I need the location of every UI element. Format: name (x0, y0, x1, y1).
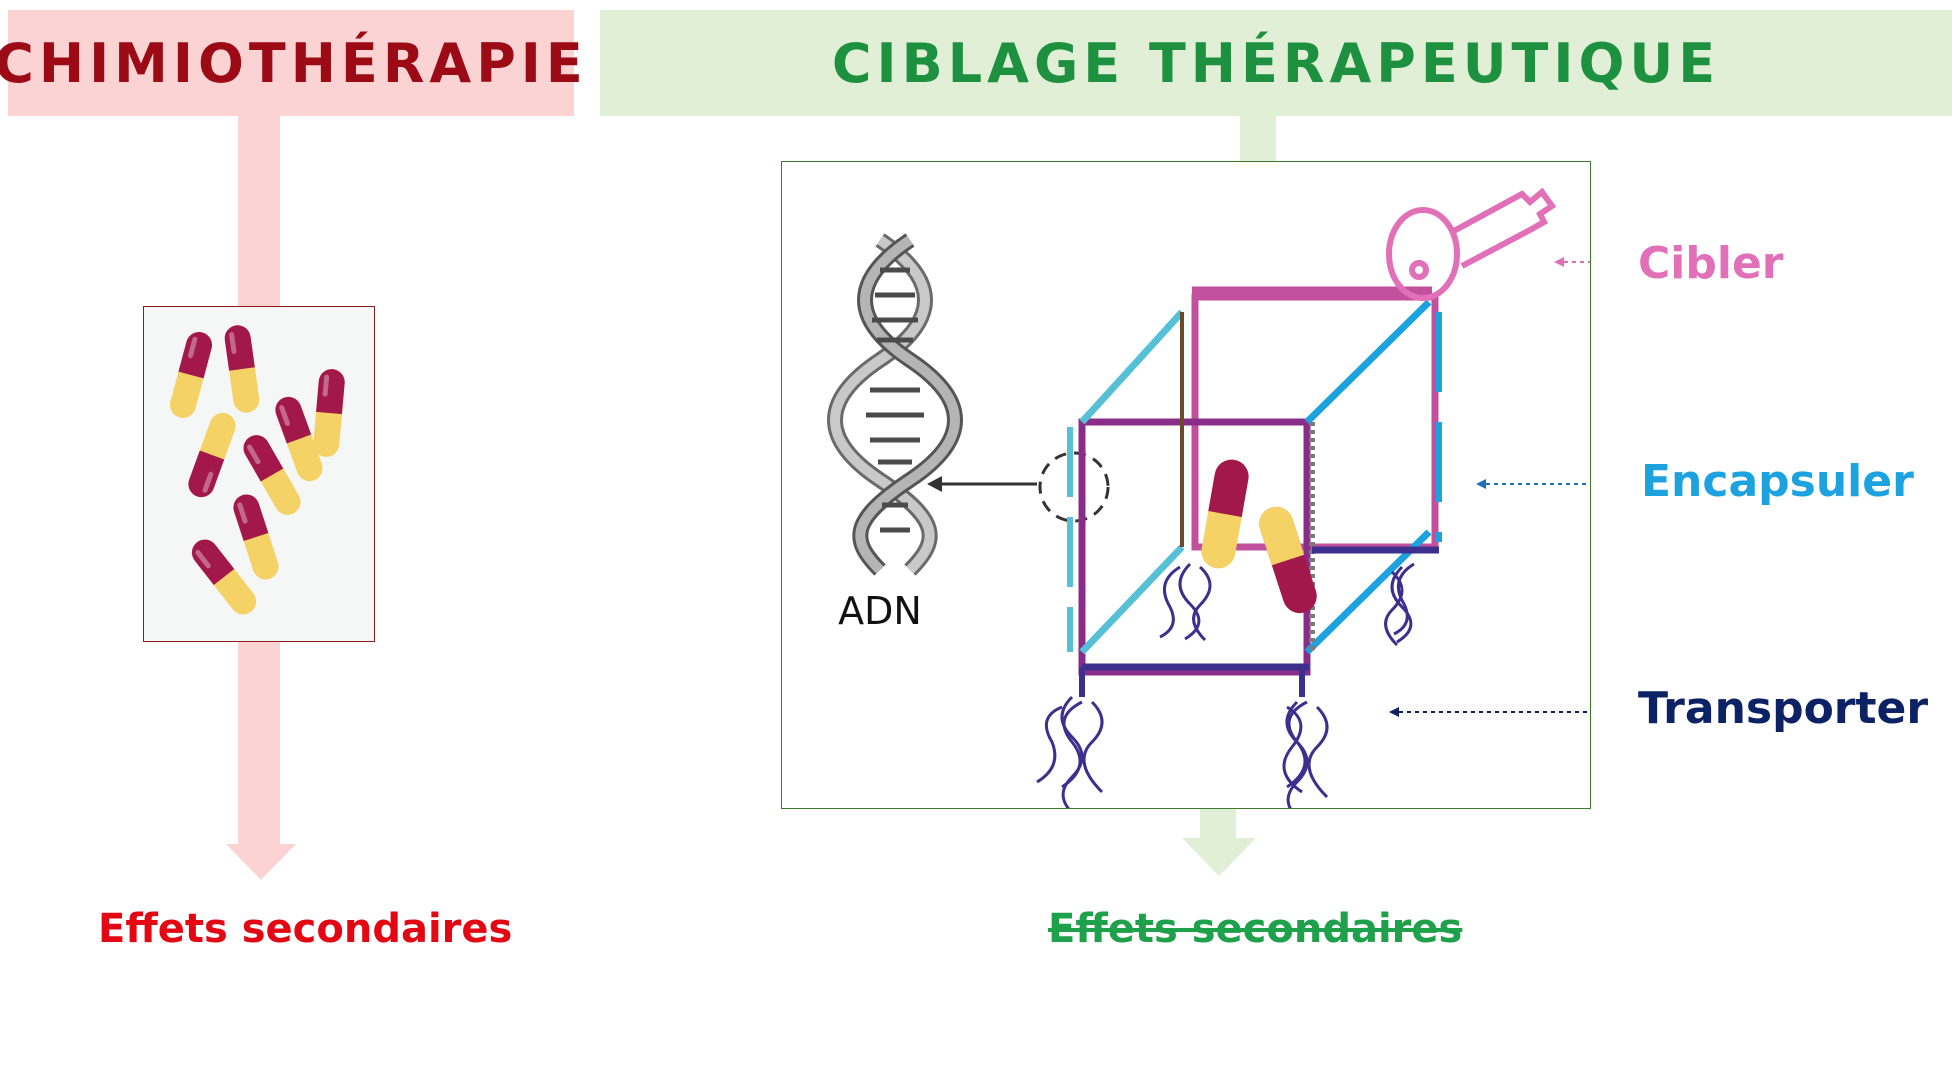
role-encapsuler: Encapsuler (1641, 456, 1914, 507)
dna-helix-icon (827, 233, 963, 576)
key-icon (1386, 187, 1557, 301)
chemo-side-effects: Effets secondaires (98, 906, 513, 952)
targeting-title-banner: CIBLAGE THÉRAPEUTIQUE (600, 10, 1952, 116)
targeting-side-effects-struck: Effets secondaires (1048, 906, 1463, 952)
binding-site-highlight (1038, 451, 1110, 523)
dna-origami-cage (1036, 286, 1442, 824)
capsule-pills-photo (143, 306, 375, 642)
chemo-title-banner: CHIMIOTHÉRAPIE (0, 10, 583, 116)
chemo-title: CHIMIOTHÉRAPIE (0, 31, 588, 95)
targeting-title: CIBLAGE THÉRAPEUTIQUE (831, 31, 1721, 95)
nanocage-illustration: ADN (827, 187, 1622, 824)
dna-label: ADN (838, 589, 922, 633)
role-transporter: Transporter (1638, 683, 1929, 734)
nanocage-panel: ADN (781, 161, 1622, 824)
role-cibler: Cibler (1638, 238, 1784, 289)
